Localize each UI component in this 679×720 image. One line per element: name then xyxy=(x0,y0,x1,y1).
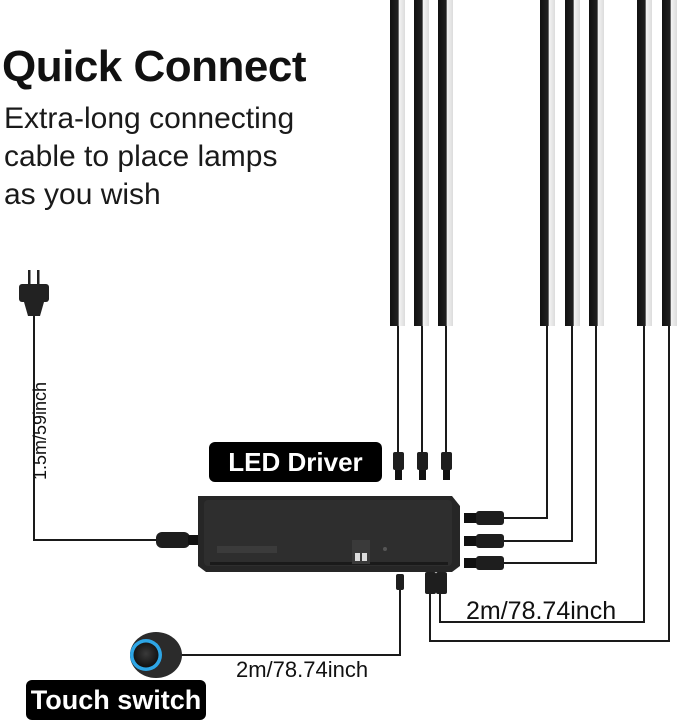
switch-cable-length: 2m/78.74inch xyxy=(236,657,369,682)
lamp-bar-8 xyxy=(662,0,677,326)
page-title: Quick Connect xyxy=(2,42,307,91)
power-connector xyxy=(156,532,204,548)
power-plug-icon xyxy=(19,270,49,316)
lamp-bar-7 xyxy=(637,0,652,326)
touch-switch-label: Touch switch xyxy=(26,680,206,720)
led-driver-label: LED Driver xyxy=(209,442,382,482)
page-subtitle: Extra-long connecting cable to place lam… xyxy=(4,100,294,214)
lamp-bars xyxy=(390,0,677,326)
lamp-bar-3 xyxy=(438,0,453,326)
subtitle-line: as you wish xyxy=(4,178,161,211)
lamp-cable-length: 2m/78.74inch xyxy=(466,597,617,625)
lamp-bar-1 xyxy=(390,0,405,326)
cables xyxy=(33,316,670,656)
subtitle-line: Extra-long connecting xyxy=(4,102,295,135)
driver-bottom-connectors xyxy=(396,572,447,594)
lamp-bar-6 xyxy=(589,0,604,326)
lamp-bar-2 xyxy=(414,0,429,326)
plug-cable-length: 1.5m/59inch xyxy=(30,381,50,480)
touch-switch-icon xyxy=(130,632,182,678)
subtitle-line: cable to place lamps xyxy=(4,140,278,173)
driver-side-connectors xyxy=(464,511,504,570)
led-driver-box xyxy=(198,496,460,572)
lamp-bar-4 xyxy=(540,0,555,326)
lamp-bar-5 xyxy=(565,0,580,326)
driver-top-connectors xyxy=(393,452,452,480)
